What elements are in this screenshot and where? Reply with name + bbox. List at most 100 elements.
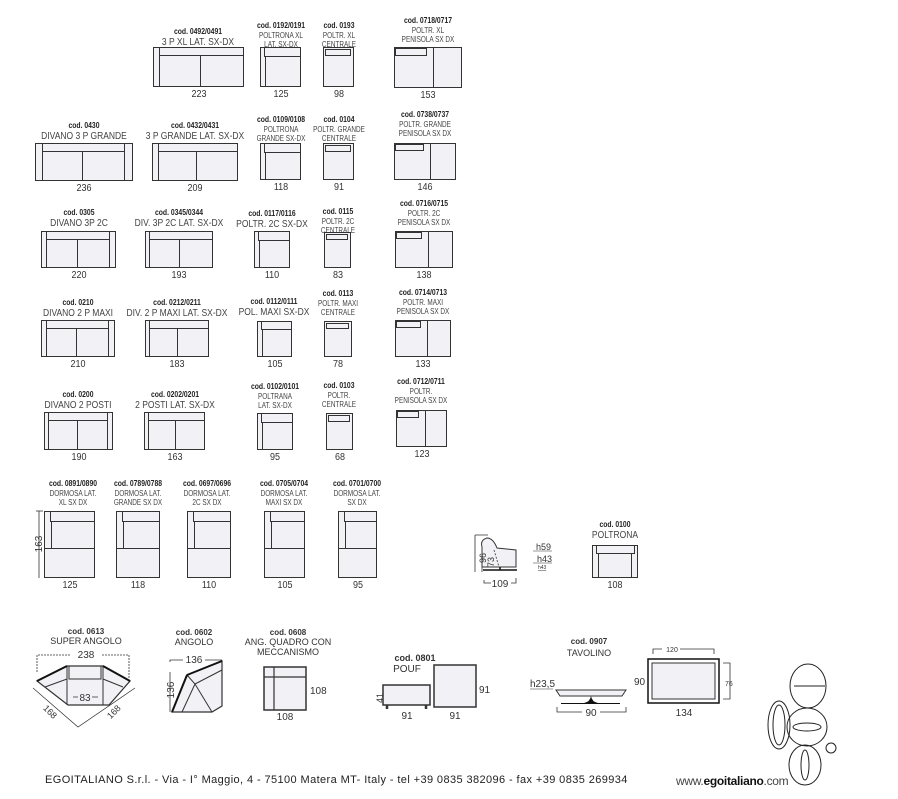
module-plan-drawing [326, 413, 353, 450]
module-width: 105 [266, 359, 283, 370]
seat [174, 420, 205, 450]
module-width: 123 [413, 449, 430, 460]
module-code: cod. 0193 [323, 21, 355, 30]
module-name: PENISOLA SX DX [401, 34, 455, 44]
svg-text:136: 136 [166, 681, 177, 698]
module-name: POLTR. MAXI [317, 299, 359, 308]
module-name: LAT. SX-DX [258, 400, 292, 410]
svg-text:108: 108 [277, 712, 294, 723]
module-width: 118 [130, 580, 146, 591]
module-name: 3 P GRANDE LAT. SX-DX [145, 131, 245, 142]
module-name: PENISOLA SX DX [396, 306, 450, 316]
module-plan-drawing [323, 47, 354, 87]
svg-text:ANG. QUADRO CON: ANG. QUADRO CON [245, 637, 332, 647]
seat [177, 328, 209, 357]
web-brand: egoitaliano [703, 774, 764, 788]
module-width: 110 [264, 270, 280, 281]
module-width: 163 [166, 452, 183, 463]
module-name: CENTRALE [321, 39, 357, 49]
module-width: 95 [269, 452, 281, 463]
seat [76, 328, 109, 357]
module-width: 125 [61, 580, 78, 591]
module-name: DORMOSA LAT. [114, 489, 162, 498]
module-code: cod. 0200 [62, 390, 94, 399]
module-width: 125 [272, 89, 289, 100]
module-code: cod. 0697/0696 [182, 479, 232, 488]
module-name: GRANDE SX DX [113, 497, 163, 507]
module-width: 153 [420, 90, 436, 101]
module-code: cod. 0192/0191 [256, 21, 306, 30]
svg-text:136: 136 [186, 655, 203, 666]
module-name: PENISOLA SX DX [398, 128, 452, 138]
module-plan-drawing [323, 143, 354, 180]
module-code: cod. 0115 [322, 207, 354, 216]
backrest [325, 145, 351, 152]
module-plan-drawing [152, 46, 244, 87]
module-code: cod. 0701/0700 [332, 479, 382, 488]
module-code: cod. 0345/0344 [154, 208, 204, 217]
module-plan-drawing [324, 321, 352, 357]
svg-text:41: 41 [375, 693, 385, 703]
module-width: 78 [332, 359, 344, 370]
backrest [258, 230, 290, 241]
module-name: POLTR. XL [411, 26, 445, 35]
svg-text:cod. 0613: cod. 0613 [68, 627, 105, 636]
side-view-drawing: 96 73 109 h59 h43 h43 [474, 534, 552, 590]
svg-text:96: 96 [478, 553, 488, 563]
svg-text:SUPER ANGOLO: SUPER ANGOLO [50, 636, 122, 646]
module-code: cod. 0109/0108 [256, 115, 306, 124]
svg-text:238: 238 [78, 650, 95, 661]
module-name: POLTRONA XL [259, 31, 303, 40]
module-code: cod. 0117/0116 [248, 209, 296, 218]
pouf-drawing: cod. 0801 POUF 41 91 91 91 [375, 653, 491, 722]
seat [46, 328, 78, 357]
module-width: 83 [332, 270, 343, 281]
svg-text:cod. 0608: cod. 0608 [270, 628, 307, 637]
module-code: cod. 0104 [323, 115, 355, 124]
module-plan-drawing [393, 142, 456, 180]
module-code: cod. 0718/0717 [403, 16, 453, 25]
backrest [396, 232, 422, 239]
module-name: POLTR. 2C [407, 209, 441, 218]
module-width: 223 [190, 89, 207, 100]
backrest [261, 320, 292, 330]
svg-text:168: 168 [41, 703, 59, 721]
module-plan-drawing [394, 230, 453, 268]
module-name: POLTR. GRANDE [399, 120, 451, 129]
backrest [122, 510, 160, 522]
module-width: 98 [333, 89, 344, 100]
svg-text:POUF: POUF [393, 664, 421, 675]
svg-text:MECCANISMO: MECCANISMO [257, 647, 319, 657]
module-code: cod. 0712/0711 [397, 377, 445, 386]
module-plan-drawing [337, 510, 377, 578]
svg-text:91: 91 [479, 685, 491, 696]
module-name: DIVANO 2 POSTI [44, 400, 112, 411]
svg-text:TAVOLINO: TAVOLINO [567, 648, 611, 658]
module-name: GRANDE SX-DX [256, 133, 306, 143]
seat [158, 151, 198, 181]
module-name: DORMOSA LAT. [333, 489, 381, 498]
arm-left [259, 142, 266, 180]
module-plan-drawing [144, 230, 213, 268]
module-name: DIVANO 2 P MAXI [42, 308, 114, 319]
backrest [596, 544, 635, 554]
module-name: DIV. 3P 2C LAT. SX-DX [134, 218, 224, 229]
svg-text:108: 108 [310, 686, 327, 697]
svg-text:73: 73 [486, 557, 496, 567]
module-code: cod. 0212/0211 [153, 298, 201, 307]
module-plan-drawing [395, 409, 447, 447]
module-plan-drawing [591, 544, 638, 578]
svg-text:168: 168 [105, 703, 123, 721]
module-name: DORMOSA LAT. [183, 489, 231, 498]
module-width: 133 [415, 359, 431, 370]
module-code: cod. 0210 [62, 298, 94, 307]
backrest [264, 142, 301, 153]
svg-text:90: 90 [585, 708, 597, 719]
module-name: CENTRALE [321, 133, 357, 143]
module-code: cod. 0738/0737 [400, 110, 450, 119]
svg-text:h59: h59 [536, 542, 551, 552]
module-name: DORMOSA LAT. [260, 489, 308, 498]
module-code: cod. 0102/0101 [250, 382, 300, 391]
module-width: 95 [352, 580, 363, 591]
website-link[interactable]: www.egoitaliano.com [676, 774, 789, 788]
